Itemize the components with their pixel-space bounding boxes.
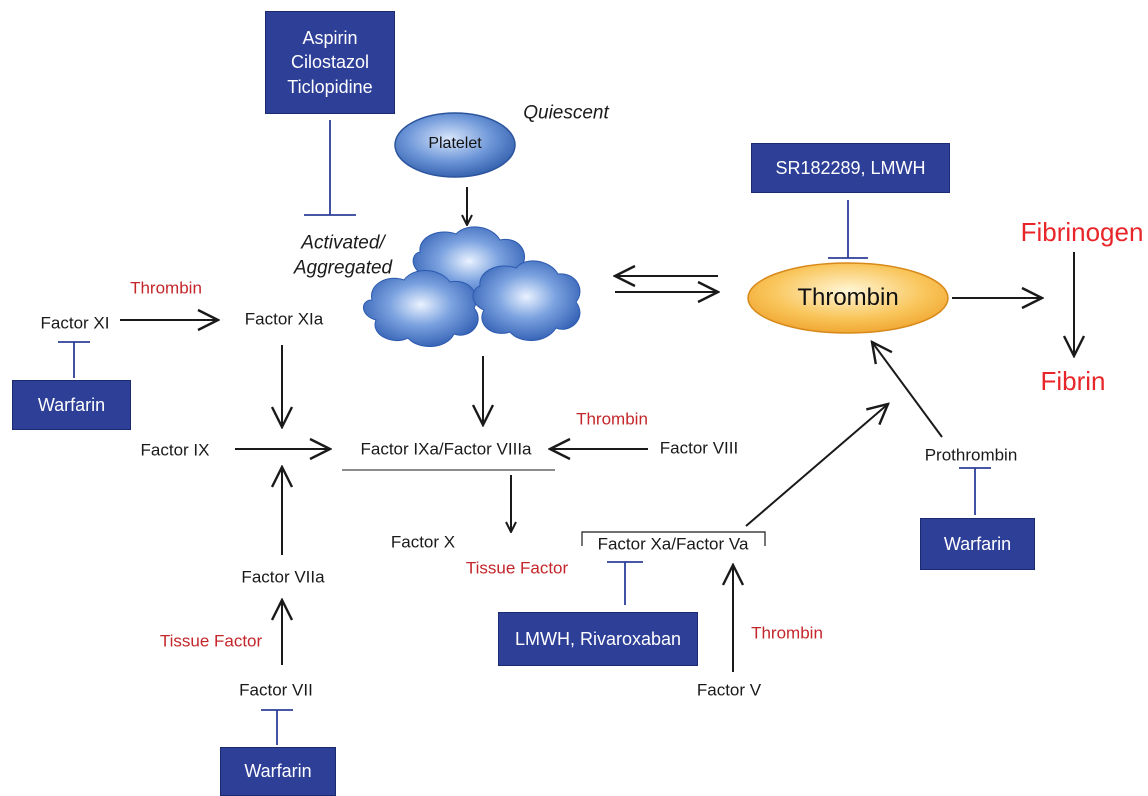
- factor-ixa-viiia-label: Factor IXa/Factor VIIIa: [360, 439, 532, 459]
- cofactor-tissue-factor-vii: Tissue Factor: [159, 631, 263, 651]
- platelet-label: Platelet: [428, 135, 482, 152]
- xa-va-bracket: [581, 531, 766, 546]
- warfarin-vii-box: Warfarin: [220, 747, 336, 796]
- factor-xa-va-label: Factor Xa/Factor Va: [597, 534, 749, 554]
- fibrin-label: Fibrin: [1040, 366, 1106, 396]
- drug-aspirin: Aspirin: [302, 28, 358, 49]
- factor-x-label: Factor X: [390, 532, 456, 552]
- warfarin-vii-label: Warfarin: [244, 761, 312, 782]
- factor-xia-label: Factor XIa: [244, 309, 324, 329]
- thrombin-inhibitor-box: SR182289, LMWH: [751, 143, 950, 193]
- cofactor-tissue-factor-x: Tissue Factor: [465, 558, 569, 578]
- factor-vii-label: Factor VII: [239, 680, 313, 700]
- arrow-xa-to-thrombin: [745, 404, 888, 527]
- cofactor-thrombin-xi: Thrombin: [130, 278, 202, 298]
- xa-inhibitor-label: LMWH, Rivaroxaban: [514, 628, 682, 649]
- quiescent-label: Quiescent: [523, 102, 609, 124]
- warfarin-xi-label: Warfarin: [37, 394, 106, 415]
- drug-cilostazol: Cilostazol: [290, 52, 369, 73]
- warfarin-xi-box: Warfarin: [12, 380, 131, 430]
- cofactor-thrombin-viii: Thrombin: [576, 409, 648, 429]
- xa-inhibitor-box: LMWH, Rivaroxaban: [498, 612, 698, 666]
- thrombin-center-label: Thrombin: [797, 284, 899, 311]
- factor-viia-label: Factor VIIa: [241, 567, 325, 587]
- factor-viii-label: Factor VIII: [659, 438, 739, 458]
- factor-ix-label: Factor IX: [140, 440, 210, 460]
- aggregated-platelets: [363, 226, 581, 347]
- platelet-ellipse: [394, 112, 516, 178]
- antiplatelet-drug-box: Aspirin Cilostazol Ticlopidine: [265, 11, 395, 114]
- warfarin-prothrombin-box: Warfarin: [920, 518, 1035, 570]
- arrow-prothrombin-to-thrombin: [872, 342, 943, 438]
- cofactor-thrombin-v: Thrombin: [751, 623, 823, 643]
- warfarin-prothrombin-label: Warfarin: [943, 533, 1012, 554]
- thrombin-ellipse: [747, 262, 949, 334]
- aggregated-label: Aggregated: [293, 257, 393, 279]
- factor-v-label: Factor V: [696, 680, 762, 700]
- thrombin-inhibitor-label: SR182289, LMWH: [775, 157, 926, 178]
- activated-label: Activated/: [301, 232, 385, 254]
- prothrombin-label: Prothrombin: [924, 445, 1018, 465]
- drug-ticlopidine: Ticlopidine: [287, 76, 373, 97]
- fibrinogen-label: Fibrinogen: [1020, 217, 1144, 247]
- factor-xi-label: Factor XI: [40, 313, 110, 333]
